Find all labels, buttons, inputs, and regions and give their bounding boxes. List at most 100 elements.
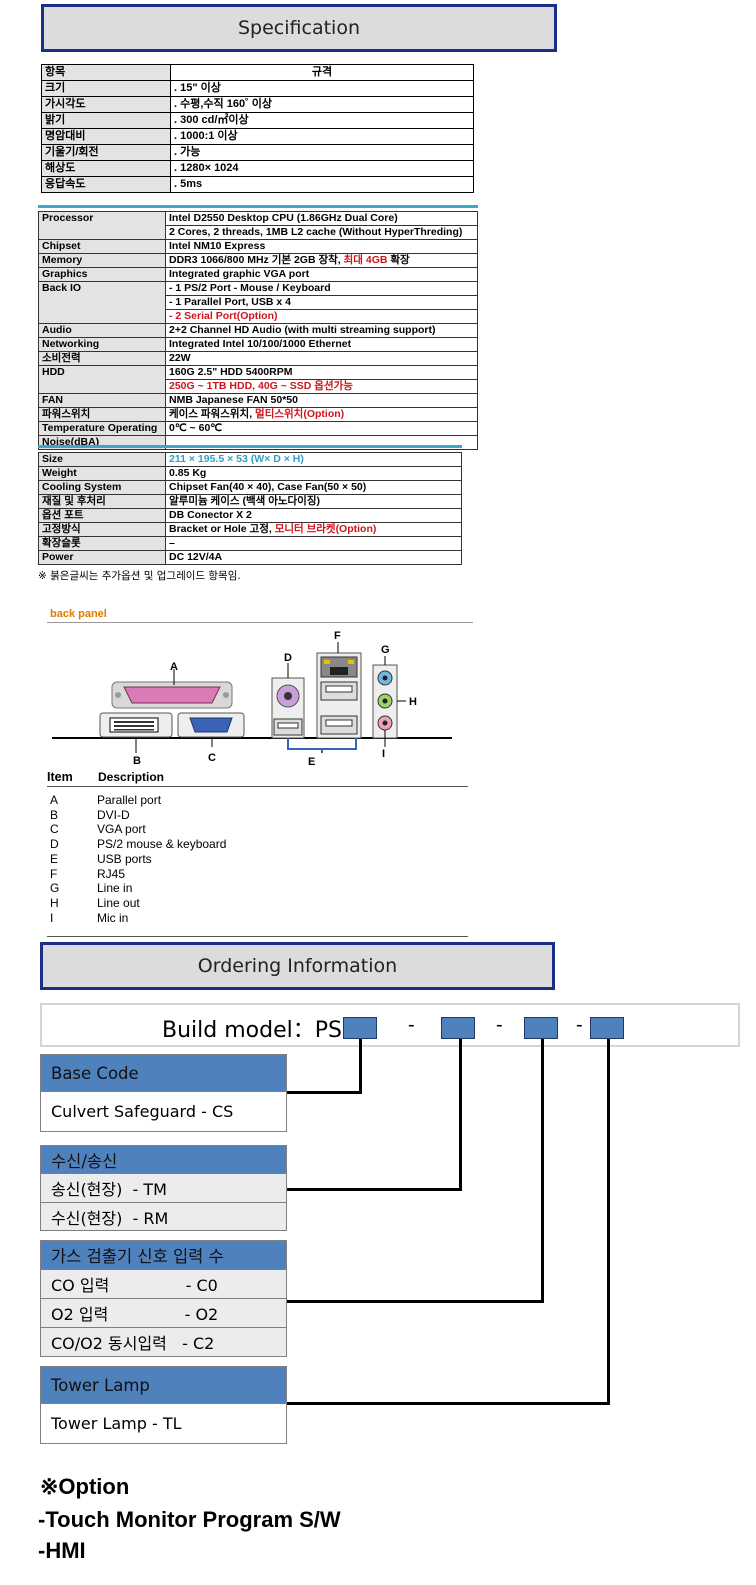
option-row[interactable]: Culvert Safeguard - CS <box>40 1092 287 1132</box>
table-row: 응답속도. 5ms <box>41 176 474 193</box>
table-cell: . 수평,수직 160˚ 이상 <box>170 96 474 113</box>
memory-tail-text: 확장 <box>387 254 410 266</box>
table-cell: F <box>50 866 58 881</box>
divider <box>47 786 468 787</box>
option-title: ※Option <box>40 1474 130 1499</box>
connector-line <box>287 1402 610 1405</box>
base-code-group: Base Code Culvert Safeguard - CS <box>40 1054 287 1132</box>
back-panel-title: back panel <box>50 608 107 620</box>
option-row[interactable]: CO 입력 - C0 <box>40 1270 287 1299</box>
table-cell: Chipset <box>38 239 166 254</box>
code-slot-base[interactable] <box>343 1017 377 1039</box>
divider <box>47 622 473 623</box>
ordering-title-text: Ordering Information <box>197 955 398 977</box>
option-row[interactable]: CO/O2 동시입력 - C2 <box>40 1328 287 1357</box>
table-cell: . 1280× 1024 <box>170 160 474 177</box>
table-cell: Processor <box>38 211 166 240</box>
table-cell: RJ45 <box>97 866 126 881</box>
table-row: 밝기. 300 cd/㎡이상 <box>41 112 474 129</box>
table-cell: 211 × 195.5 × 53 (W× D × H) <box>165 452 462 467</box>
table-cell: Line in <box>97 881 133 896</box>
audio-jacks-icon <box>372 664 398 739</box>
code-slot-gas[interactable] <box>524 1017 558 1039</box>
table-row: 명암대비. 1000:1 이상 <box>41 128 474 145</box>
connector-line <box>459 1039 462 1191</box>
table-cell: DVI-D <box>97 807 130 822</box>
build-model-bar: Build model：PS - - - <box>40 1003 740 1047</box>
option-row[interactable]: O2 입력 - O2 <box>40 1299 287 1328</box>
table-cell: 0℃ ~ 60℃ <box>165 421 478 436</box>
option-row[interactable]: 수신(현장) - RM <box>40 1203 287 1231</box>
table-cell: Power <box>38 550 166 565</box>
table-header-cell: 항목 <box>41 64 171 81</box>
table-cell: 기울기/회전 <box>41 144 171 161</box>
divider <box>47 936 468 937</box>
footnote: ※ 붉은글씨는 추가옵션 및 업그레이드 항목임. <box>38 570 241 582</box>
code-slot-lamp[interactable] <box>590 1017 624 1039</box>
label-e: E <box>308 756 315 768</box>
table-cell: 0.85 Kg <box>165 466 462 481</box>
description-column-header: Description <box>98 770 165 784</box>
powersw-option-text: 멀티스위치(Option) <box>255 408 345 420</box>
option-item: -HMI <box>38 1538 86 1563</box>
label-d: D <box>284 652 292 664</box>
table-cell: Integrated Intel 10/100/1000 Ethernet <box>165 337 478 352</box>
table-cell: - 1 Parallel Port, USB x 4 <box>165 295 478 310</box>
table-cell: 재질 및 후처리 <box>38 494 166 509</box>
label-h: H <box>409 696 417 708</box>
code-slot-txrx[interactable] <box>441 1017 475 1039</box>
table-cell: C <box>50 822 59 837</box>
table-row: 확장슬롯– <box>38 536 462 551</box>
option-row[interactable]: Tower Lamp - TL <box>40 1404 287 1444</box>
option-row[interactable]: 송신(현장) - TM <box>40 1174 287 1203</box>
divider <box>38 205 478 208</box>
label-a: A <box>170 661 178 673</box>
table-cell: - 2 Serial Port(Option) <box>165 309 478 324</box>
table-row: 크기. 15" 이상 <box>41 80 474 97</box>
mount-text: Bracket or Hole 고정, <box>169 523 275 535</box>
spec-title: Specification <box>41 4 557 52</box>
table-cell: G <box>50 881 60 896</box>
memory-text: DDR3 1066/800 MHz 기본 2GB 장착, <box>169 254 344 266</box>
txrx-group: 수신/송신 송신(현장) - TM 수신(현장) - RM <box>40 1145 287 1231</box>
table-cell: B <box>50 807 59 822</box>
table-cell: 크기 <box>41 80 171 97</box>
table-cell: Parallel port <box>97 793 162 807</box>
item-column-header: Item <box>47 770 73 784</box>
table-cell: Networking <box>38 337 166 352</box>
table-cell: DB Conector X 2 <box>165 508 462 523</box>
table-cell: – <box>165 536 462 551</box>
dash: - <box>408 1014 415 1036</box>
connector-line <box>287 1188 462 1191</box>
tower-lamp-group: Tower Lamp Tower Lamp - TL <box>40 1366 287 1444</box>
table-cell: 고정방식 <box>38 522 166 537</box>
group-header: 가스 검출기 신호 입력 수 <box>40 1240 287 1270</box>
table-cell: 해상도 <box>41 160 171 177</box>
table-cell: H <box>50 895 59 910</box>
option-item: -Touch Monitor Program S/W <box>38 1507 341 1532</box>
table-cell: Memory <box>38 253 166 268</box>
table-cell: 160G 2.5" HDD 5400RPM <box>165 365 478 380</box>
table-cell: Audio <box>38 323 166 338</box>
connector-line <box>287 1300 544 1303</box>
